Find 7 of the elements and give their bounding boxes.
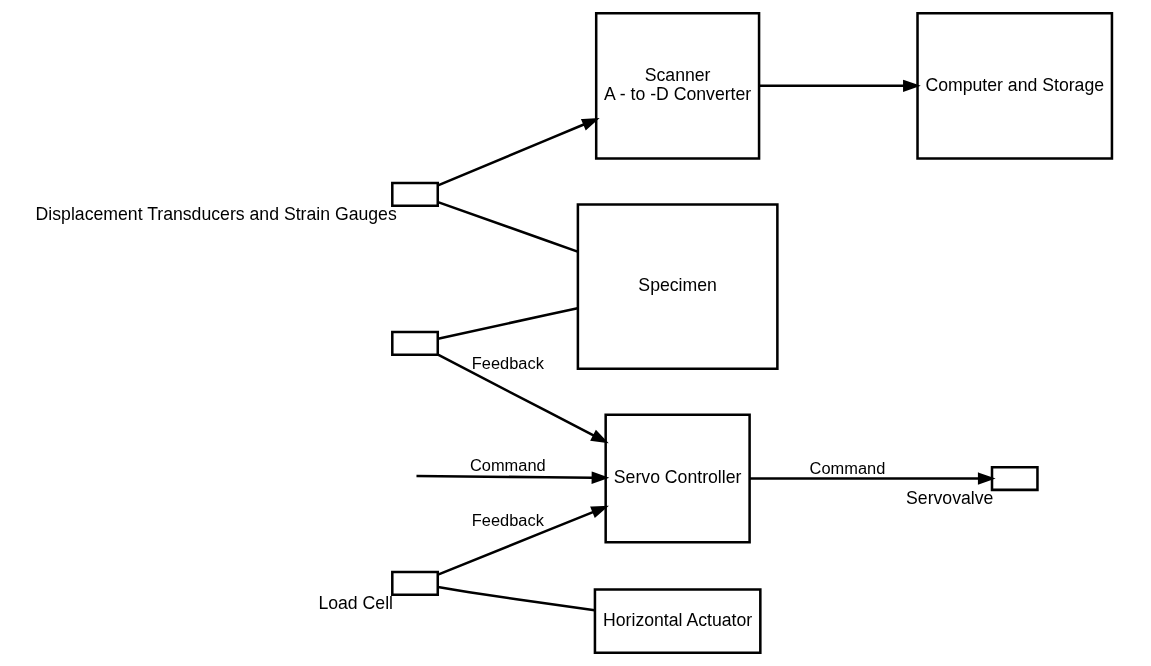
edge-label: Feedback — [471, 354, 544, 373]
node-label: Load Cell — [317, 592, 393, 613]
edge-label: Command — [469, 456, 546, 475]
edge-label: Feedback — [471, 510, 544, 529]
node-label: Displacement Transducers and Strain Gauges — [35, 203, 397, 224]
node-label: Servovalve — [905, 488, 993, 509]
edge-label: Command — [809, 458, 885, 477]
